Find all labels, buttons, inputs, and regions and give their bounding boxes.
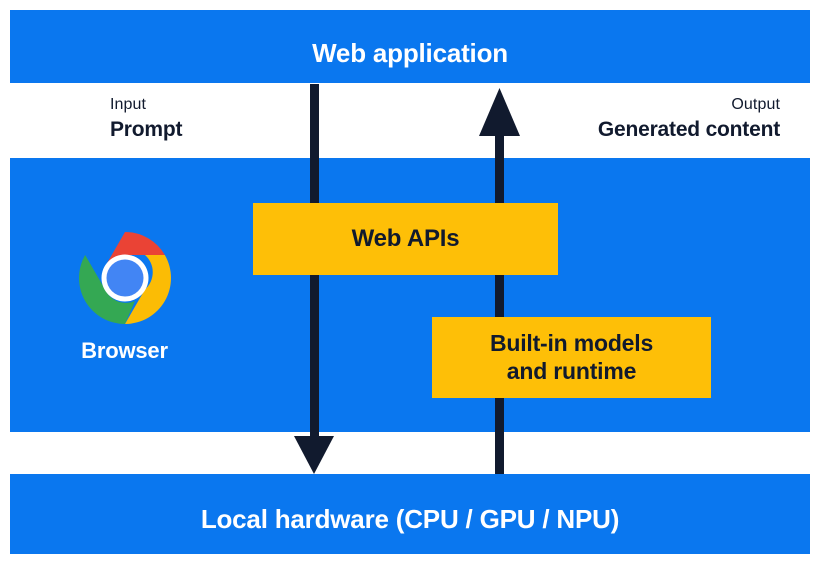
built-in-models-label: Built-in models and runtime xyxy=(480,330,663,385)
input-label-group: Input Prompt xyxy=(110,96,183,143)
web-application-panel: Web application xyxy=(10,10,810,83)
built-in-models-line-2: and runtime xyxy=(506,357,637,384)
web-apis-box[interactable]: Web APIs xyxy=(253,203,558,275)
web-apis-label: Web APIs xyxy=(351,225,460,252)
input-kind-label: Input xyxy=(110,96,147,113)
browser-label: Browser xyxy=(81,338,168,363)
output-value-label: Generated content xyxy=(597,118,780,142)
web-application-title: Web application xyxy=(312,38,508,68)
input-value-label: Prompt xyxy=(110,118,183,142)
generated-content-flow-up-arrow xyxy=(479,88,520,476)
chrome-logo-icon xyxy=(78,232,171,324)
output-label-group: Output Generated content xyxy=(598,96,780,143)
local-hardware-panel: Local hardware (CPU / GPU / NPU) xyxy=(10,474,810,554)
browser-identity-block: Browser xyxy=(52,228,197,362)
built-in-models-box[interactable]: Built-in models and runtime xyxy=(432,317,711,398)
built-in-models-line-1: Built-in models xyxy=(489,329,654,356)
local-hardware-title: Local hardware (CPU / GPU / NPU) xyxy=(200,504,620,534)
output-kind-label: Output xyxy=(731,96,780,113)
prompt-flow-down-arrow xyxy=(294,84,334,474)
